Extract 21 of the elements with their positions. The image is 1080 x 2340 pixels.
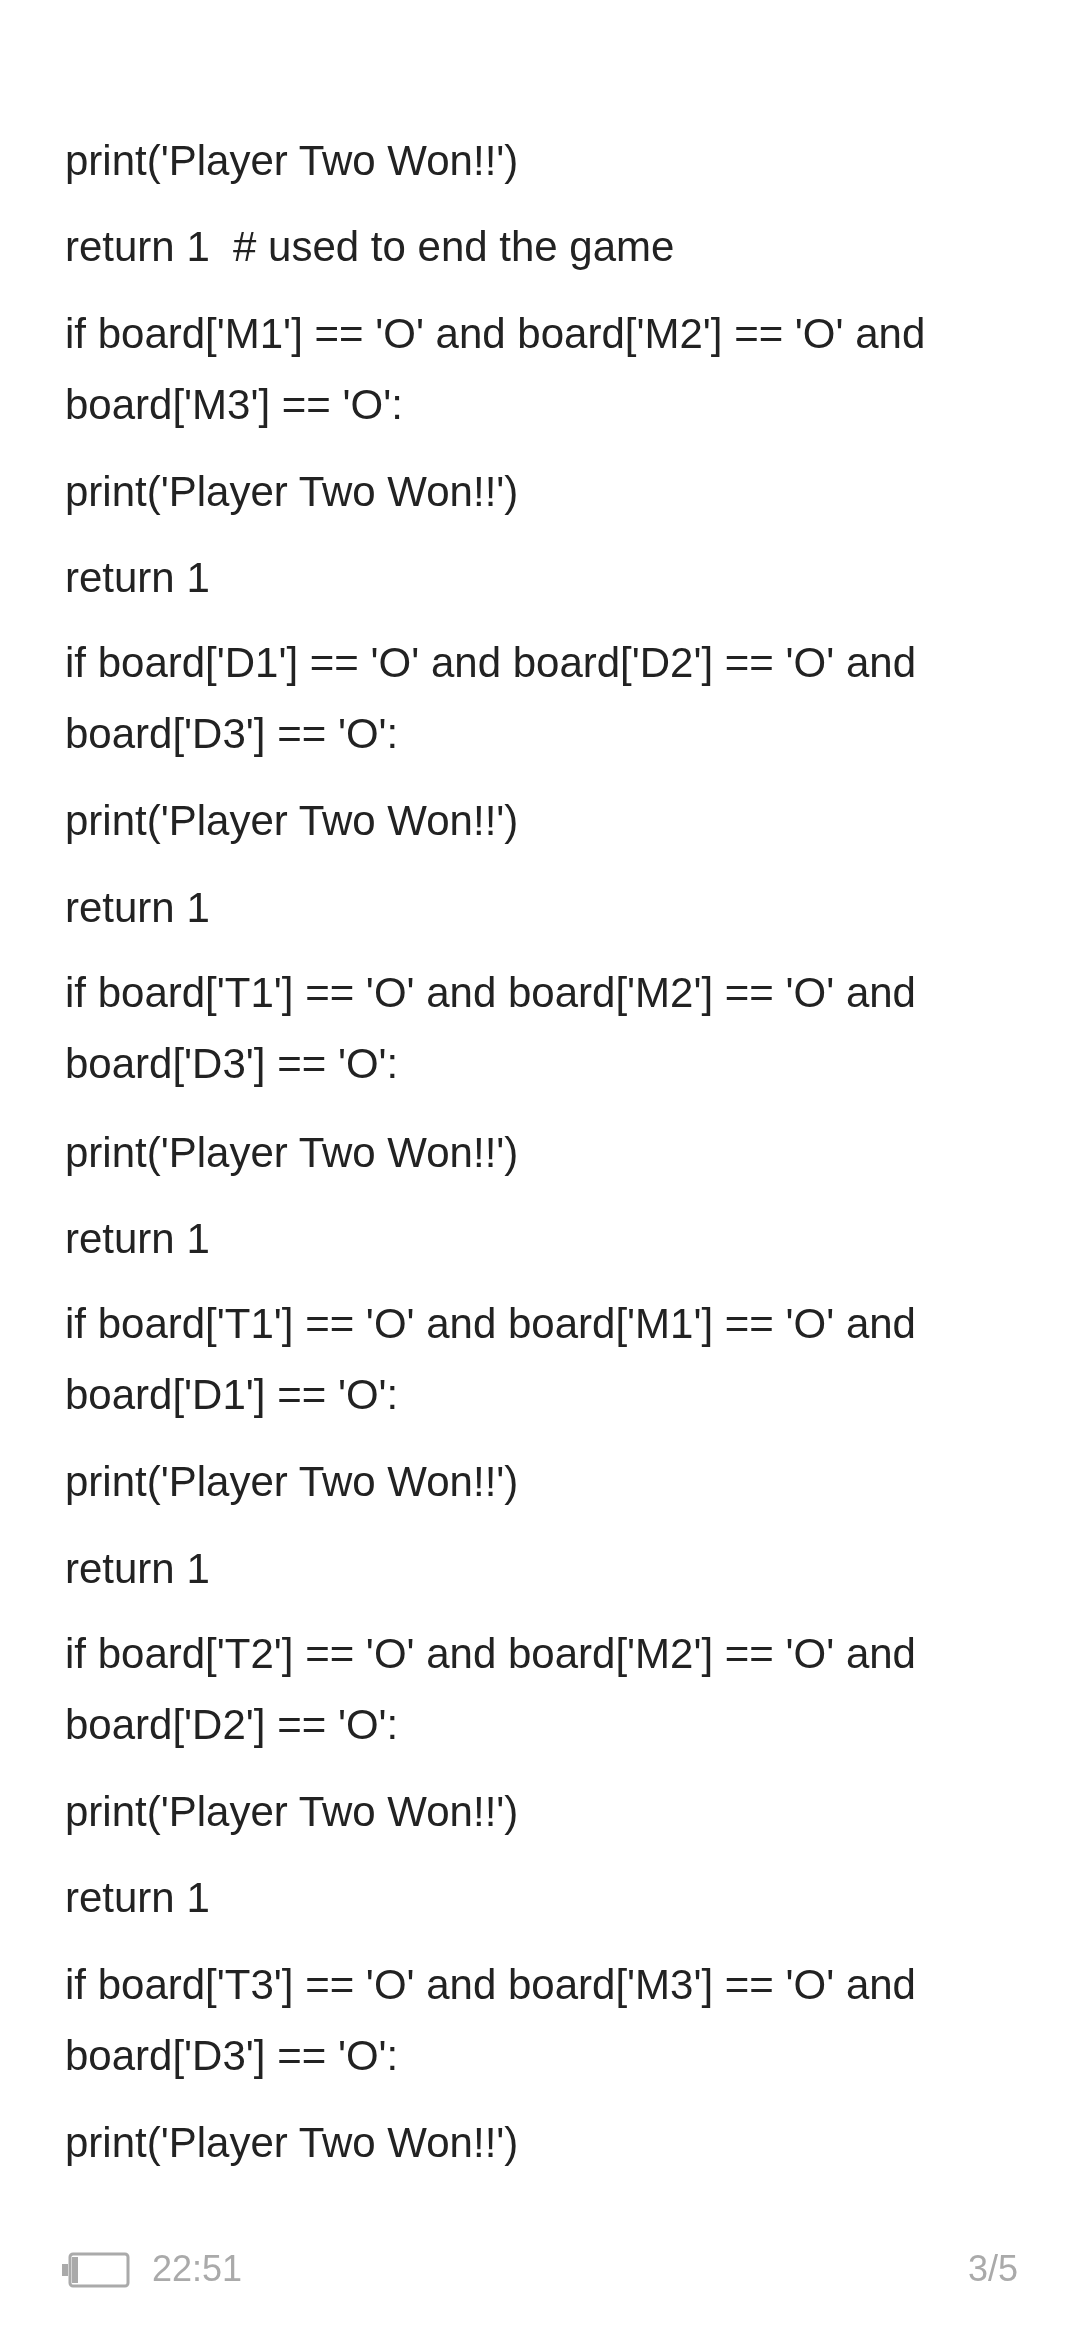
code-line: print('Player Two Won!!') — [65, 2118, 520, 2168]
code-line: return 1 — [65, 1544, 211, 1594]
code-line: return 1 — [65, 1214, 211, 1264]
clock-time: 22:51 — [152, 2247, 243, 2291]
code-line: return 1 — [65, 1873, 211, 1923]
page-number: 3/5 — [967, 2247, 1018, 2291]
code-line: return 1 — [65, 553, 211, 603]
code-line: print('Player Two Won!!') — [65, 467, 520, 517]
code-line: print('Player Two Won!!') — [65, 1457, 520, 1507]
code-line: return 1 — [65, 883, 211, 933]
code-line: if board['T1'] == 'O' and board['M1'] == 'O' and board['D1'] == 'O': — [65, 1299, 917, 1420]
code-line: if board['T2'] == 'O' and board['M2'] == 'O' and board['D2'] == 'O': — [65, 1629, 917, 1750]
code-line: return 1 # used to end the game — [65, 222, 676, 272]
code-line: if board['T3'] == 'O' and board['M3'] == 'O' and board['D3'] == 'O': — [65, 1960, 917, 2081]
code-line: if board['T1'] == 'O' and board['M2'] == 'O' and board['D3'] == 'O': — [65, 968, 917, 1089]
code-line: if board['M1'] == 'O' and board['M2'] == 'O' and board['M3'] == 'O': — [65, 309, 927, 430]
code-line: print('Player Two Won!!') — [65, 1128, 520, 1178]
code-line: if board['D1'] == 'O' and board['D2'] == 'O' and board['D3'] == 'O': — [65, 638, 917, 759]
code-line: print('Player Two Won!!') — [65, 136, 520, 186]
code-line: print('Player Two Won!!') — [65, 1787, 520, 1837]
code-line: print('Player Two Won!!') — [65, 796, 520, 846]
